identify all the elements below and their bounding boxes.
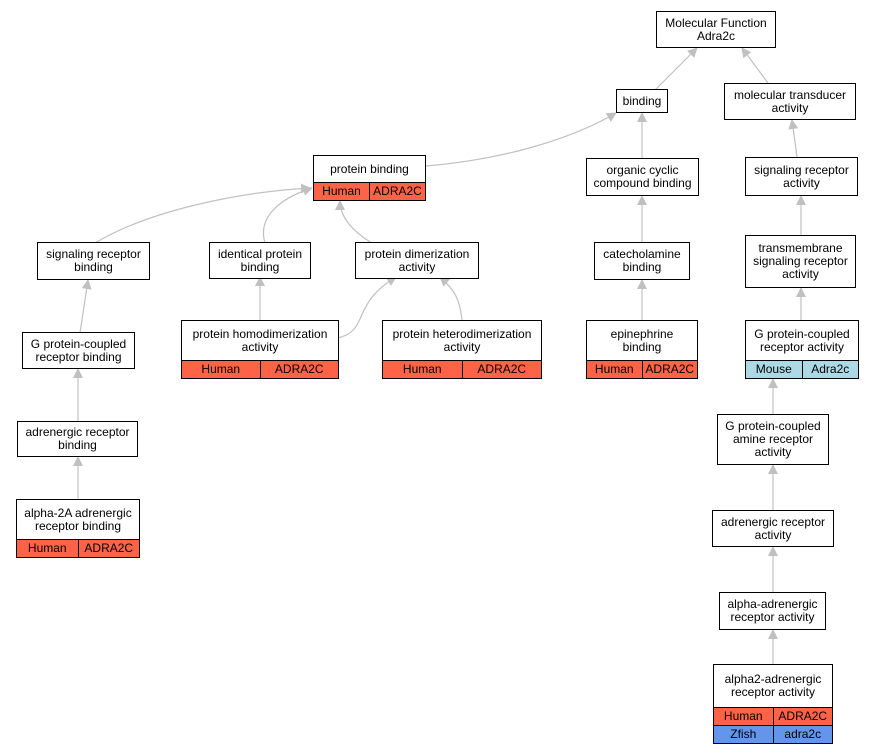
edge-homodim-dimerization: [337, 276, 397, 339]
node-molecular-transducer-activity[interactable]: molecular transducer activity: [724, 83, 856, 120]
edge-heterodim-dimerization: [439, 276, 463, 321]
annotation-row: Human ADRA2C: [714, 707, 832, 725]
annotation-row: Zfish adra2c: [714, 725, 832, 743]
species-cell: Human: [182, 361, 260, 378]
edge-gpcrbinding-sigbinding: [79, 279, 92, 334]
node-alpha-2a-adrenergic-receptor-binding[interactable]: alpha-2A adrenergic receptor binding Hum…: [16, 499, 140, 558]
node-molecular-function-root[interactable]: Molecular Function Adra2c: [656, 11, 776, 48]
node-label: Molecular Function Adra2c: [665, 15, 767, 43]
node-label: G protein-coupled receptor binding: [30, 336, 127, 364]
gene-cell: ADRA2C: [641, 361, 697, 378]
node-label: adrenergic receptor activity: [720, 514, 826, 542]
node-transmembrane-signaling-receptor-activity[interactable]: transmembrane signaling receptor activit…: [745, 235, 856, 288]
node-label: protein homodimerization activity: [192, 326, 328, 354]
annotation-row: Human ADRA2C: [314, 182, 425, 200]
annotation-row: Human ADRA2C: [17, 539, 139, 557]
edge-transducer-root: [741, 47, 769, 84]
node-label: protein binding: [330, 161, 409, 176]
node-identical-protein-binding[interactable]: identical protein binding: [209, 242, 311, 279]
gene-cell: ADRA2C: [369, 183, 425, 200]
species-cell: Zfish: [714, 726, 773, 743]
node-label: organic cyclic compound binding: [593, 163, 692, 190]
edge-signaling-activity-transducer: [788, 119, 799, 158]
node-gpcr-activity[interactable]: G protein-coupled receptor activity Mous…: [745, 320, 859, 379]
node-label: alpha2-adrenergic receptor activity: [724, 672, 822, 699]
node-label: epinephrine binding: [610, 326, 674, 354]
node-protein-heterodimerization-activity[interactable]: protein heterodimerization activity Huma…: [382, 320, 542, 379]
species-cell: Mouse: [746, 361, 802, 378]
annotation-row: Human ADRA2C: [587, 360, 697, 378]
node-organic-cyclic-compound-binding[interactable]: organic cyclic compound binding: [586, 158, 699, 196]
gene-cell: adra2c: [772, 726, 832, 743]
node-label: signaling receptor binding: [46, 247, 141, 274]
node-label: signaling receptor activity: [754, 162, 849, 190]
node-adrenergic-receptor-activity[interactable]: adrenergic receptor activity: [712, 510, 834, 547]
gene-cell: Adra2c: [801, 361, 858, 378]
node-signaling-receptor-binding[interactable]: signaling receptor binding: [37, 242, 150, 280]
edge-sigbinding-protein: [94, 183, 311, 244]
node-label: alpha-adrenergic receptor activity: [727, 597, 818, 624]
node-label: molecular transducer activity: [733, 87, 847, 115]
node-label: G protein-coupled receptor activity: [754, 326, 850, 354]
gene-cell: ADRA2C: [77, 540, 139, 557]
node-protein-homodimerization-activity[interactable]: protein homodimerization activity Human …: [181, 320, 339, 379]
species-cell: Human: [587, 361, 642, 378]
node-binding[interactable]: binding: [616, 89, 668, 113]
node-protein-binding[interactable]: protein binding Human ADRA2C: [313, 155, 426, 201]
edge-identical-protein: [263, 186, 313, 244]
species-cell: Human: [714, 708, 773, 725]
node-label: binding: [622, 93, 662, 108]
edge-binding-root: [654, 47, 698, 91]
node-label: G protein-coupled amine receptor activit…: [725, 419, 821, 459]
node-gpcr-amine-receptor-activity[interactable]: G protein-coupled amine receptor activit…: [717, 414, 829, 465]
node-label: protein heterodimerization activity: [392, 326, 532, 354]
node-label: protein dimerization activity: [364, 246, 470, 274]
node-label: adrenergic receptor binding: [25, 425, 130, 452]
node-label: identical protein binding: [217, 246, 303, 274]
node-alpha-adrenergic-receptor-activity[interactable]: alpha-adrenergic receptor activity: [719, 592, 826, 630]
node-catecholamine-binding[interactable]: catecholamine binding: [594, 242, 690, 280]
node-adrenergic-receptor-binding[interactable]: adrenergic receptor binding: [17, 421, 138, 457]
node-label: transmembrane signaling receptor activit…: [753, 241, 848, 281]
edge-dimerization-protein: [335, 200, 373, 244]
gene-cell: ADRA2C: [461, 361, 541, 378]
node-label: catecholamine binding: [603, 247, 681, 274]
edge-protein-binding-binding: [425, 112, 617, 167]
annotation-row: Mouse Adra2c: [746, 360, 858, 378]
annotation-row: Human ADRA2C: [383, 360, 541, 378]
node-signaling-receptor-activity[interactable]: signaling receptor activity: [745, 157, 858, 196]
gene-cell: ADRA2C: [259, 361, 338, 378]
annotation-row: Human ADRA2C: [182, 360, 338, 378]
species-cell: Human: [314, 183, 369, 200]
gene-cell: ADRA2C: [772, 708, 832, 725]
species-cell: Human: [17, 540, 78, 557]
node-epinephrine-binding[interactable]: epinephrine binding Human ADRA2C: [586, 320, 698, 379]
node-alpha2-adrenergic-receptor-activity[interactable]: alpha2-adrenergic receptor activity Huma…: [713, 664, 833, 744]
species-cell: Human: [383, 361, 462, 378]
node-protein-dimerization-activity[interactable]: protein dimerization activity: [355, 242, 479, 279]
node-gpcr-binding[interactable]: G protein-coupled receptor binding: [22, 332, 135, 369]
node-label: alpha-2A adrenergic receptor binding: [24, 505, 132, 533]
